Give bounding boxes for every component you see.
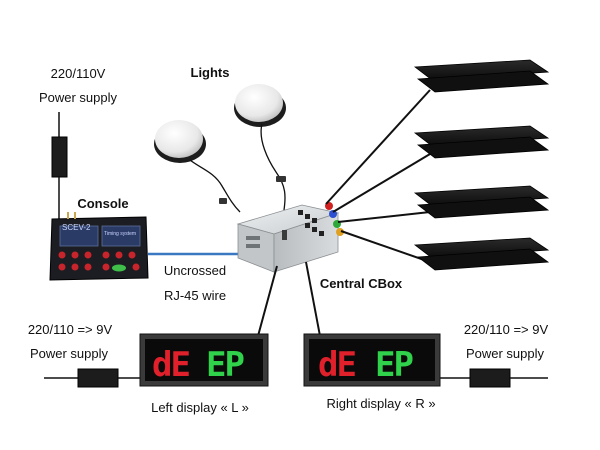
right-power-supply-label: Power supply (465, 346, 545, 361)
contact-plate-3 (413, 185, 550, 219)
wire-label-line1: Uncrossed (163, 263, 227, 278)
central-cbox (236, 202, 344, 273)
left-power-supply-label: Power supply (29, 346, 109, 361)
left-display-green: EP (206, 345, 244, 385)
right-power-voltage-label: 220/110 => 9V (463, 322, 549, 337)
right-display-red: dE (318, 345, 355, 385)
central-cbox-label: Central CBox (319, 276, 403, 291)
contact-plate-2 (413, 125, 550, 159)
light-right (234, 84, 286, 127)
top-power-supply (51, 112, 68, 220)
right-display-label: Right display « R » (326, 396, 436, 411)
console-screen-left (59, 225, 99, 247)
right-display: dE EP (303, 333, 441, 387)
right-display-green: EP (375, 345, 413, 385)
cable-to-right-display (305, 261, 321, 337)
console-device: SCEV-2 Timing system (49, 212, 149, 281)
light-left-cable (189, 159, 241, 213)
cable-to-left-display (257, 265, 278, 337)
left-display-red: dE (152, 345, 189, 385)
wire-label-line2: RJ-45 wire (163, 288, 227, 303)
plate-cables (325, 89, 431, 263)
contact-plate-1 (413, 59, 550, 93)
lights-label: Lights (190, 65, 230, 80)
top-power-voltage-label: 220/110V (50, 66, 106, 81)
console-brand: SCEV-2 (62, 223, 91, 232)
console-buttons (58, 251, 140, 272)
light-right-cable (260, 123, 286, 211)
left-display-power (44, 368, 140, 388)
right-display-power (440, 368, 548, 388)
console-label: Console (77, 196, 129, 211)
light-left (154, 120, 206, 163)
left-display-label: Left display « L » (151, 400, 249, 415)
contact-plate-4 (413, 237, 550, 271)
top-power-adapter (51, 136, 68, 178)
top-power-supply-label: Power supply (38, 90, 118, 105)
left-power-voltage-label: 220/110 => 9V (27, 322, 113, 337)
console-screen-right (101, 225, 141, 247)
console-subtitle: Timing system (104, 231, 136, 237)
left-display: dE EP (139, 333, 269, 387)
